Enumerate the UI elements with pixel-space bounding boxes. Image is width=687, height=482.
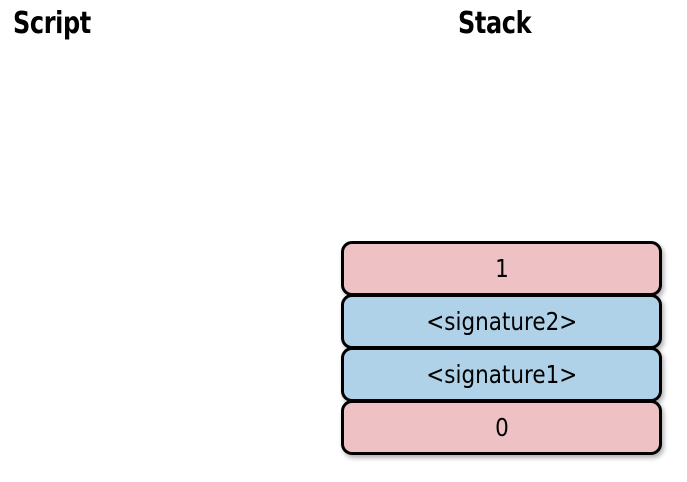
script-column-heading: Script [13,6,91,41]
stack-column-body: 1 <signature2> <signature1> 0 [341,241,662,455]
stack-item: 1 [341,241,662,296]
stack-column-heading: Stack [458,6,532,41]
stack-item: <signature2> [341,294,662,349]
stack-item-label: 0 [494,413,509,442]
script-column-body [0,50,330,480]
stack-item-label: <signature1> [426,360,577,389]
stack-item: <signature1> [341,347,662,402]
stack-item-label: 1 [494,254,509,283]
stack-item-label: <signature2> [426,307,577,336]
stack-item: 0 [341,400,662,455]
